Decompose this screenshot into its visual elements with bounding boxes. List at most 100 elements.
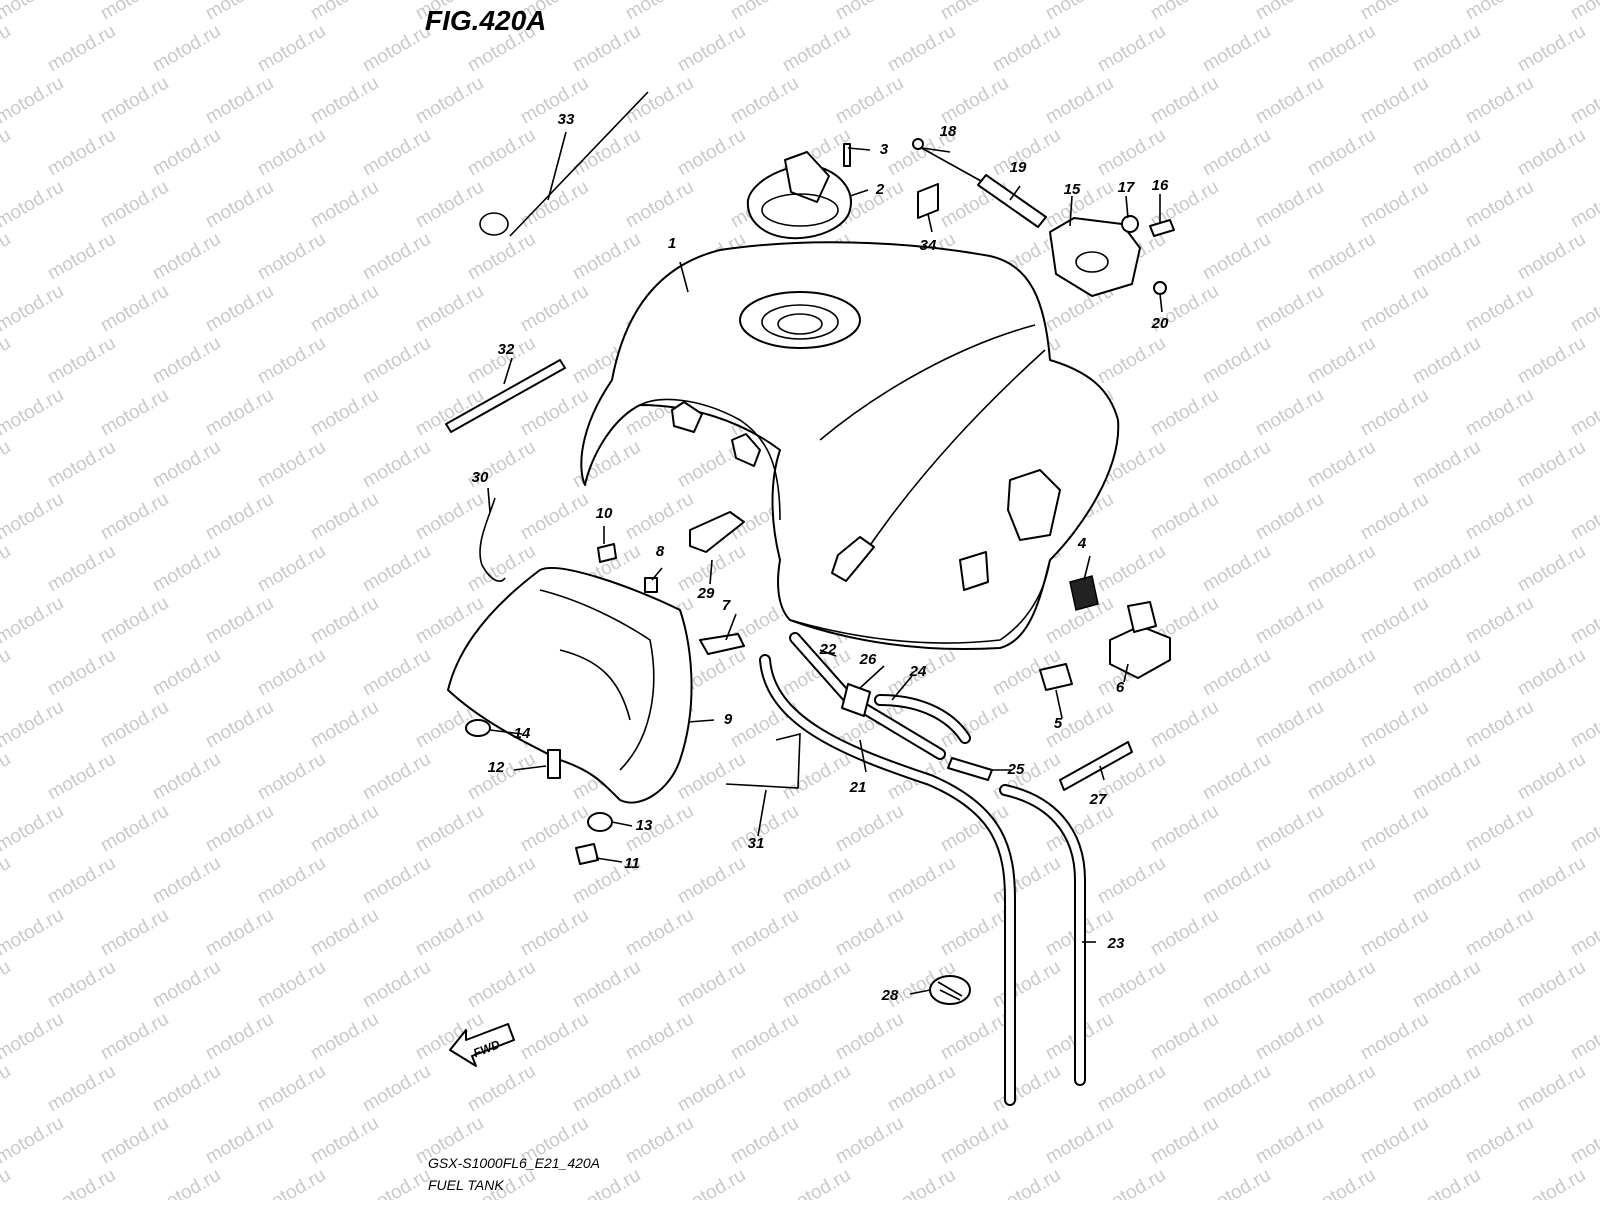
collar-11-part bbox=[575, 843, 599, 865]
tank-ridge-left bbox=[819, 324, 1036, 441]
watermark-text: motod.ru bbox=[1357, 801, 1432, 857]
watermark-text: motod.ru bbox=[464, 853, 539, 909]
watermark-text: motod.ru bbox=[937, 1113, 1012, 1169]
callout-33: 33 bbox=[558, 111, 575, 128]
watermark-text: motod.ru bbox=[44, 749, 119, 805]
watermark-text: motod.ru bbox=[359, 125, 434, 181]
callout-13: 13 bbox=[636, 817, 653, 834]
watermark-text: motod.ru bbox=[674, 125, 749, 181]
bolt-3-part bbox=[843, 143, 851, 167]
callout-11: 11 bbox=[624, 855, 640, 872]
fitting-28-ribs bbox=[937, 981, 963, 1001]
watermark-text: motod.ru bbox=[727, 1113, 802, 1169]
watermark-text: motod.ru bbox=[44, 853, 119, 909]
watermark-text: motod.ru bbox=[412, 281, 487, 337]
callout-34: 34 bbox=[920, 237, 937, 254]
watermark-text: motod.ru bbox=[149, 853, 224, 909]
watermark-text: motod.ru bbox=[1147, 1113, 1222, 1169]
figure-code: GSX-S1000FL6_E21_420A bbox=[428, 1155, 600, 1171]
watermark-text: motod.ru bbox=[1304, 1061, 1379, 1117]
watermark-text: motod.ru bbox=[464, 957, 539, 1013]
watermark-text: motod.ru bbox=[359, 957, 434, 1013]
fuel-cap-lock bbox=[784, 151, 830, 203]
callout-22: 22 bbox=[819, 641, 837, 658]
watermark-text: motod.ru bbox=[1567, 905, 1600, 961]
grommet-13-part bbox=[587, 812, 613, 832]
watermark-text: motod.ru bbox=[727, 905, 802, 961]
watermark-text: motod.ru bbox=[359, 21, 434, 77]
watermark-text: motod.ru bbox=[359, 1061, 434, 1117]
watermark-text: motod.ru bbox=[44, 541, 119, 597]
watermark-text: motod.ru bbox=[1409, 125, 1484, 181]
callout-4: 4 bbox=[1077, 535, 1087, 552]
watermark-text: motod.ru bbox=[1094, 957, 1169, 1013]
cushion-6-top bbox=[1127, 601, 1157, 633]
callout-2: 2 bbox=[875, 181, 885, 198]
watermark-text: motod.ru bbox=[1147, 801, 1222, 857]
callout-26: 26 bbox=[859, 651, 877, 668]
watermark-text: motod.ru bbox=[464, 229, 539, 285]
watermark-text: motod.ru bbox=[1462, 801, 1537, 857]
watermark-text: motod.ru bbox=[989, 853, 1064, 909]
watermark-text: motod.ru bbox=[937, 73, 1012, 129]
rod-33-loop bbox=[479, 212, 509, 236]
watermark-text: motod.ru bbox=[1357, 593, 1432, 649]
watermark-text: motod.ru bbox=[517, 177, 592, 233]
watermark-text: motod.ru bbox=[1042, 1113, 1117, 1169]
watermark-text: motod.ru bbox=[0, 281, 67, 337]
watermark-text: motod.ru bbox=[1304, 541, 1379, 597]
watermark-text: motod.ru bbox=[202, 73, 277, 129]
watermark-text: motod.ru bbox=[1409, 333, 1484, 389]
watermark-text: motod.ru bbox=[1304, 125, 1379, 181]
callout-28: 28 bbox=[881, 987, 899, 1004]
watermark-text: motod.ru bbox=[1462, 697, 1537, 753]
watermark-text: motod.ru bbox=[569, 957, 644, 1013]
tank-ridge-right bbox=[859, 349, 1046, 561]
watermark-text: motod.ru bbox=[307, 281, 382, 337]
watermark-text: motod.ru bbox=[517, 905, 592, 961]
watermark-text: motod.ru bbox=[622, 801, 697, 857]
watermark-text: motod.ru bbox=[1514, 21, 1589, 77]
joint-25-part bbox=[947, 757, 993, 781]
watermark-text: motod.ru bbox=[412, 905, 487, 961]
watermark-text: motod.ru bbox=[1357, 905, 1432, 961]
watermark-text: motod.ru bbox=[1567, 385, 1600, 441]
watermark-text: motod.ru bbox=[0, 541, 14, 597]
watermark-text: motod.ru bbox=[622, 1113, 697, 1169]
watermark-text: motod.ru bbox=[1199, 21, 1274, 77]
watermark-text: motod.ru bbox=[0, 385, 67, 441]
watermark-text: motod.ru bbox=[307, 489, 382, 545]
watermark-text: motod.ru bbox=[1567, 0, 1600, 24]
watermark-text: motod.ru bbox=[1147, 905, 1222, 961]
watermark-text: motod.ru bbox=[832, 73, 907, 129]
watermark-text: motod.ru bbox=[149, 645, 224, 701]
watermark-text: motod.ru bbox=[202, 593, 277, 649]
watermark-text: motod.ru bbox=[307, 801, 382, 857]
watermark-text: motod.ru bbox=[779, 1165, 854, 1200]
watermark-text: motod.ru bbox=[307, 73, 382, 129]
callout-19: 19 bbox=[1010, 159, 1027, 176]
watermark-text: motod.ru bbox=[97, 1009, 172, 1065]
watermark-text: motod.ru bbox=[254, 1165, 329, 1200]
watermark-text: motod.ru bbox=[517, 281, 592, 337]
watermark-text: motod.ru bbox=[412, 489, 487, 545]
watermark-text: motod.ru bbox=[1567, 73, 1600, 129]
watermark-text: motod.ru bbox=[97, 73, 172, 129]
tank-filler-opening bbox=[739, 291, 861, 349]
part-drawings: FWD bbox=[445, 91, 1175, 1106]
hose-24-inner bbox=[876, 696, 969, 742]
watermark-text: motod.ru bbox=[1199, 125, 1274, 181]
watermark-text: motod.ru bbox=[1409, 749, 1484, 805]
watermark-text: motod.ru bbox=[44, 645, 119, 701]
watermark-text: motod.ru bbox=[0, 333, 14, 389]
watermark-text: motod.ru bbox=[1199, 645, 1274, 701]
tank-edge-lower bbox=[789, 559, 1051, 644]
watermark-text: motod.ru bbox=[832, 1113, 907, 1169]
watermark-text: motod.ru bbox=[1514, 229, 1589, 285]
watermark-text: motod.ru bbox=[1304, 229, 1379, 285]
watermark-text: motod.ru bbox=[1409, 645, 1484, 701]
strap-27-part bbox=[1059, 741, 1133, 791]
figure-name: FUEL TANK bbox=[428, 1177, 504, 1193]
rod-18-part bbox=[917, 145, 991, 187]
